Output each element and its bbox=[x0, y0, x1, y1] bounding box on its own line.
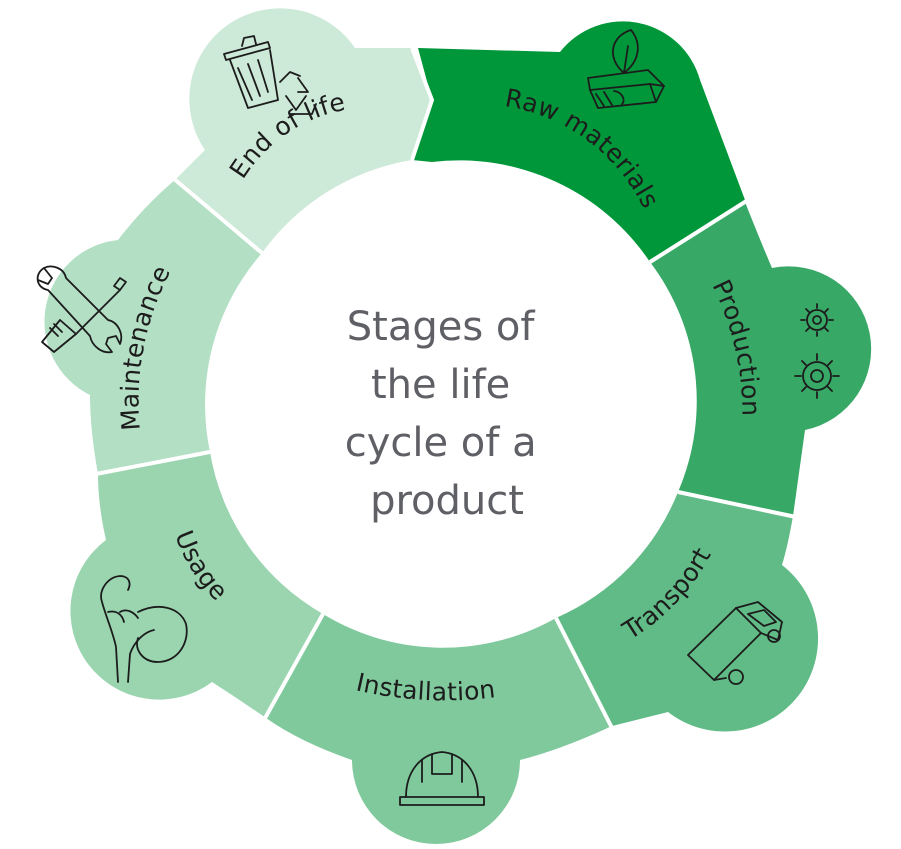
segment-dividers bbox=[95, 47, 797, 729]
center-title-line-2: the life bbox=[371, 362, 510, 408]
center-circle bbox=[215, 180, 675, 640]
gears-icon bbox=[794, 303, 840, 399]
hand-holding-bowl-icon bbox=[100, 575, 188, 683]
trash-recycle-icon bbox=[223, 35, 317, 115]
segments bbox=[44, 8, 872, 844]
segment-transport[interactable] bbox=[556, 492, 819, 732]
segment-raw-materials[interactable] bbox=[412, 21, 745, 263]
leaf-on-log-icon bbox=[587, 29, 665, 109]
center-title: Stages of the life cycle of a product bbox=[345, 304, 550, 524]
segment-installation[interactable] bbox=[266, 614, 612, 844]
center-title-line-3: cycle of a bbox=[345, 420, 537, 466]
center-title-line-4: product bbox=[370, 478, 524, 524]
segment-usage[interactable] bbox=[70, 452, 323, 718]
center-title-line-1: Stages of bbox=[347, 304, 536, 350]
truck-icon bbox=[687, 601, 783, 685]
wrench-screwdriver-icon bbox=[36, 265, 127, 354]
hard-hat-icon bbox=[399, 751, 485, 806]
segment-maintenance[interactable] bbox=[44, 180, 262, 474]
segment-production[interactable] bbox=[650, 202, 872, 516]
